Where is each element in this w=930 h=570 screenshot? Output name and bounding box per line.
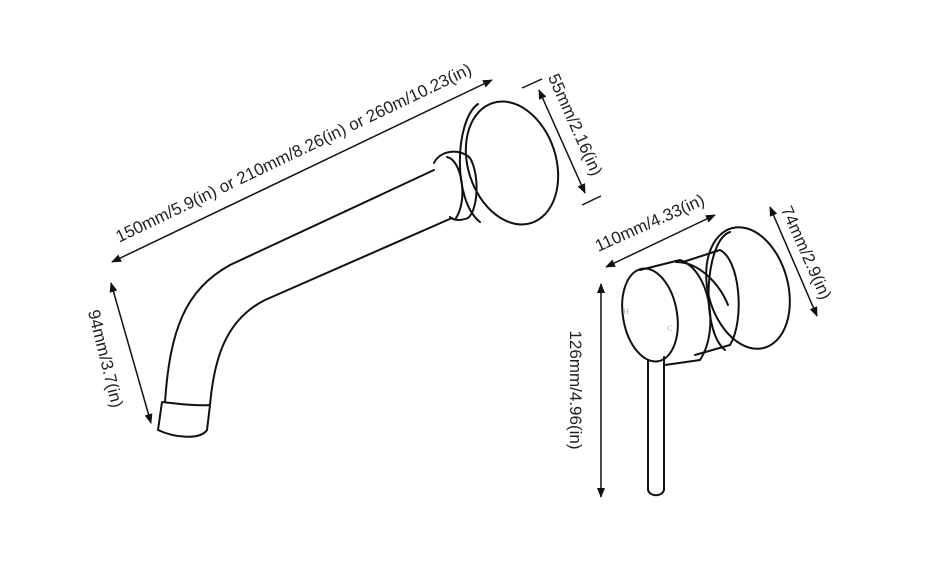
mixer-depth-arrow bbox=[605, 214, 716, 268]
spout-flange-arrow bbox=[538, 89, 586, 194]
mixer-lever[interactable] bbox=[647, 356, 665, 497]
spout-drop-label: 94mm/3.7(in) bbox=[84, 308, 127, 410]
spout-flange-inner bbox=[458, 103, 481, 223]
spout-flange-label: 55mm/2.16(in) bbox=[544, 71, 606, 179]
wall-mixer: H C bbox=[621, 226, 791, 497]
flange-tick-bottom bbox=[581, 195, 602, 206]
mixer-handle-face bbox=[621, 267, 679, 363]
mixer-flange-inner bbox=[707, 231, 731, 351]
mixer-height-label: 126mm/4.96(in) bbox=[566, 330, 585, 449]
spout-length-label: 150mm/5.9(in) or 210mm/8.26(in) or 260m/… bbox=[113, 60, 475, 247]
wall-spout bbox=[157, 100, 560, 438]
spout-wall-flange bbox=[464, 100, 560, 226]
spout-outlet-tip bbox=[157, 401, 211, 438]
spout-pipe-upper bbox=[164, 169, 435, 403]
cold-marking: C bbox=[667, 324, 672, 333]
spout-drop-arrow bbox=[109, 282, 153, 424]
mixer-flange-label: 74mm/2.9(in) bbox=[777, 203, 835, 302]
spout-length-arrow bbox=[111, 79, 493, 263]
mixer-flange-arrow bbox=[769, 206, 818, 317]
mixer-handle-body bbox=[639, 259, 712, 366]
mixer-body bbox=[682, 249, 740, 356]
hot-marking: H bbox=[623, 307, 629, 316]
spout-pipe-lower bbox=[209, 217, 453, 406]
flange-tick-top bbox=[521, 78, 543, 89]
